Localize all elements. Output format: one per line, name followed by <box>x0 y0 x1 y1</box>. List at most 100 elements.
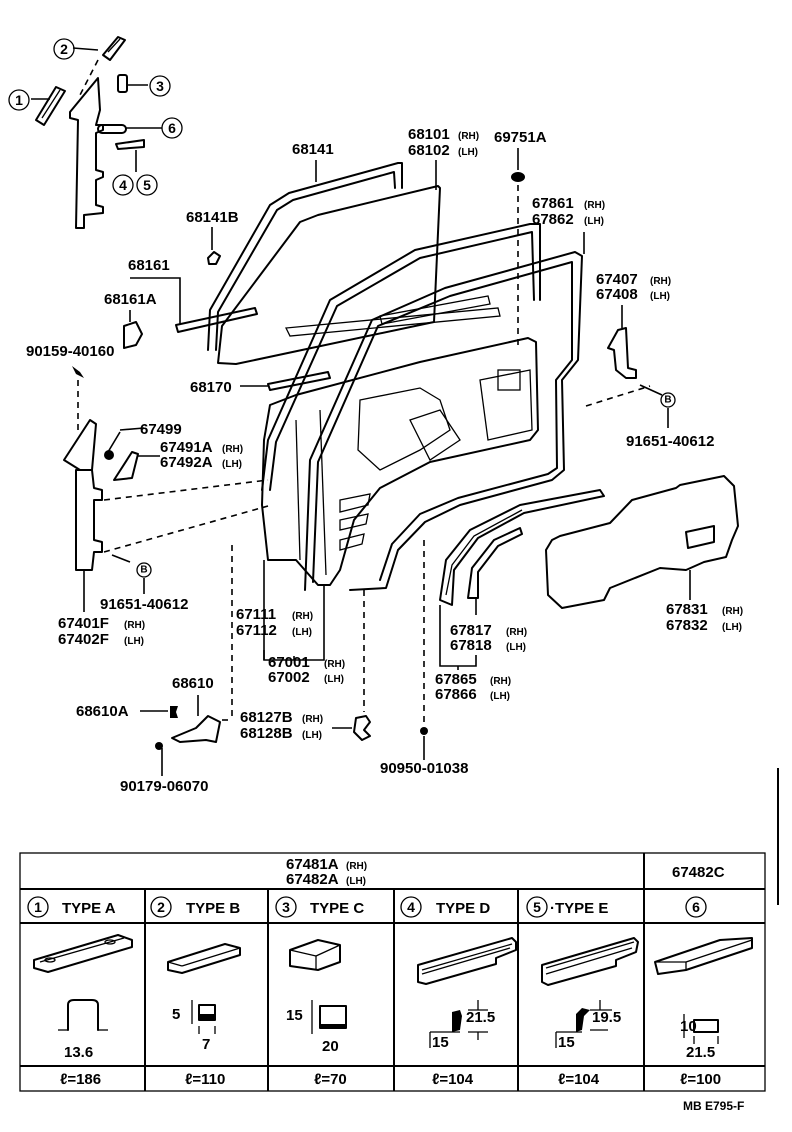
callout-6: 6 <box>161 117 183 139</box>
table-header-67482C: 67482C <box>672 864 725 881</box>
label-67862: 67862 <box>532 211 574 228</box>
bracket-67401F-top <box>63 419 97 471</box>
type-d-dim-width: 15 <box>432 1034 449 1051</box>
pillar-garnish-group: 2 3 1 6 4 5 <box>8 36 183 229</box>
label-68101: 68101 <box>408 126 450 143</box>
label-68161A: 68161A <box>104 291 157 308</box>
label-67492A: 67492A <box>160 454 213 471</box>
label-90159-40160: 90159-40160 <box>26 343 114 360</box>
moulding-piece-3 <box>117 74 128 93</box>
division-bar-68161: 68161 68161A <box>104 257 258 349</box>
svg-text:TYPE C: TYPE C <box>310 900 364 917</box>
clip-68141B: 68141B <box>186 209 239 265</box>
callout-B-right: B <box>664 395 671 406</box>
type-c-illustration: 15 20 <box>286 939 347 1055</box>
type-header-1: 1 TYPE A <box>27 896 116 918</box>
svg-text:(LH): (LH) <box>458 147 478 158</box>
label-68102: 68102 <box>408 142 450 159</box>
svg-text:(RH): (RH) <box>346 861 367 872</box>
type-d-dim-height: 21.5 <box>466 1009 495 1026</box>
type-a-dim-width: 13.6 <box>64 1044 93 1061</box>
label-67832: 67832 <box>666 617 708 634</box>
svg-text:(LH): (LH) <box>722 622 742 633</box>
label-67817: 67817 <box>450 622 492 639</box>
type-header-4: 4 TYPE D <box>400 896 490 918</box>
length-type-e: ℓ=104 <box>558 1071 600 1088</box>
length-type-6: ℓ=100 <box>680 1071 721 1088</box>
moulding-piece-1 <box>35 86 66 126</box>
svg-text:5: 5 <box>533 899 541 915</box>
label-67002: 67002 <box>268 669 310 686</box>
type-e-illustration: 19.5 15 <box>541 937 639 1051</box>
label-67408: 67408 <box>596 286 638 303</box>
type-d-illustration: 21.5 15 <box>417 937 517 1051</box>
type-a-illustration: 13.6 <box>33 934 133 1061</box>
svg-text:(LH): (LH) <box>346 876 366 887</box>
label-68170: 68170 <box>190 379 232 396</box>
label-67401F: 67401F <box>58 615 109 632</box>
bolt-90159-40160: 90159-40160 <box>26 343 114 430</box>
type-b-dim-height: 5 <box>172 1006 180 1023</box>
svg-text:(RH): (RH) <box>458 131 479 142</box>
svg-text:(LH): (LH) <box>302 730 322 741</box>
length-type-a: ℓ=186 <box>60 1071 101 1088</box>
label-68161: 68161 <box>128 257 170 274</box>
svg-text:TYPE B: TYPE B <box>186 900 240 917</box>
svg-text:4: 4 <box>119 177 127 193</box>
vent-bracket-group: 67499 67491A (RH) 67492A (LH) <box>63 419 243 481</box>
stopper-68127B: 68127B (RH) 68128B (LH) <box>240 709 371 742</box>
callout-B-left: B <box>140 565 147 576</box>
svg-text:4: 4 <box>407 899 415 915</box>
grommet-69751A: 69751A <box>494 129 547 350</box>
type-6-dim-width: 21.5 <box>686 1044 715 1061</box>
type-c-dim-width: 20 <box>322 1038 339 1055</box>
type-header-6: 6 <box>685 896 707 918</box>
label-90950-01038: 90950-01038 <box>380 760 468 777</box>
moulding-piece-4-5 <box>115 139 145 150</box>
svg-text:(RH): (RH) <box>506 627 527 638</box>
table-header-67481A: 67481A <box>286 856 339 873</box>
svg-text:(RH): (RH) <box>324 659 345 670</box>
label-68610: 68610 <box>172 675 214 692</box>
svg-text:(LH): (LH) <box>490 691 510 702</box>
label-67491A: 67491A <box>160 439 213 456</box>
type-c-dim-height: 15 <box>286 1007 303 1024</box>
svg-text:(RH): (RH) <box>302 714 323 725</box>
label-67111: 67111 <box>236 606 276 623</box>
moulding-piece-6 <box>97 124 127 134</box>
label-67861: 67861 <box>532 195 574 212</box>
label-69751A: 69751A <box>494 129 547 146</box>
front-pillar <box>69 77 104 229</box>
svg-text:6: 6 <box>692 899 700 915</box>
weatherstrip-67861: 67861 (RH) 67862 (LH) <box>261 195 605 591</box>
bracket-67401F: B 91651-40612 67401F (RH) 67402F (LH) <box>58 469 269 648</box>
callout-2: 2 <box>53 38 75 60</box>
svg-text:(LH): (LH) <box>584 216 604 227</box>
svg-text:(LH): (LH) <box>124 636 144 647</box>
label-91651-40612-left: 91651-40612 <box>100 596 188 613</box>
svg-text:3: 3 <box>156 78 164 94</box>
callout-1: 1 <box>8 89 30 111</box>
label-67112: 67112 <box>236 622 277 639</box>
label-91651-40612-right: 91651-40612 <box>626 433 714 450</box>
hinge-68610: 68610 68610A 90179-06070 <box>76 675 232 795</box>
moulding-spec-table: 67481A (RH) 67482A (LH) 67482C 1 TYPE A … <box>19 852 766 1092</box>
label-67499: 67499 <box>140 421 182 438</box>
type-header-3: 3 TYPE C <box>275 896 364 918</box>
type-6-illustration: 10 21.5 <box>654 937 753 1061</box>
svg-text:(RH): (RH) <box>222 444 243 455</box>
run-channel-68170: 68170 <box>190 371 331 396</box>
type-b-dim-width: 7 <box>202 1036 210 1053</box>
callout-4: 4 <box>112 174 134 196</box>
svg-text:(LH): (LH) <box>506 642 526 653</box>
svg-text:(LH): (LH) <box>324 674 344 685</box>
moulding-piece-2 <box>102 36 126 61</box>
label-67865: 67865 <box>435 671 477 688</box>
label-68141: 68141 <box>292 141 334 158</box>
type-header-5: 5 ·TYPE E <box>526 896 608 918</box>
svg-text:6: 6 <box>168 120 176 136</box>
svg-text:2: 2 <box>60 41 68 57</box>
length-type-d: ℓ=104 <box>432 1071 474 1088</box>
label-68141B: 68141B <box>186 209 239 226</box>
